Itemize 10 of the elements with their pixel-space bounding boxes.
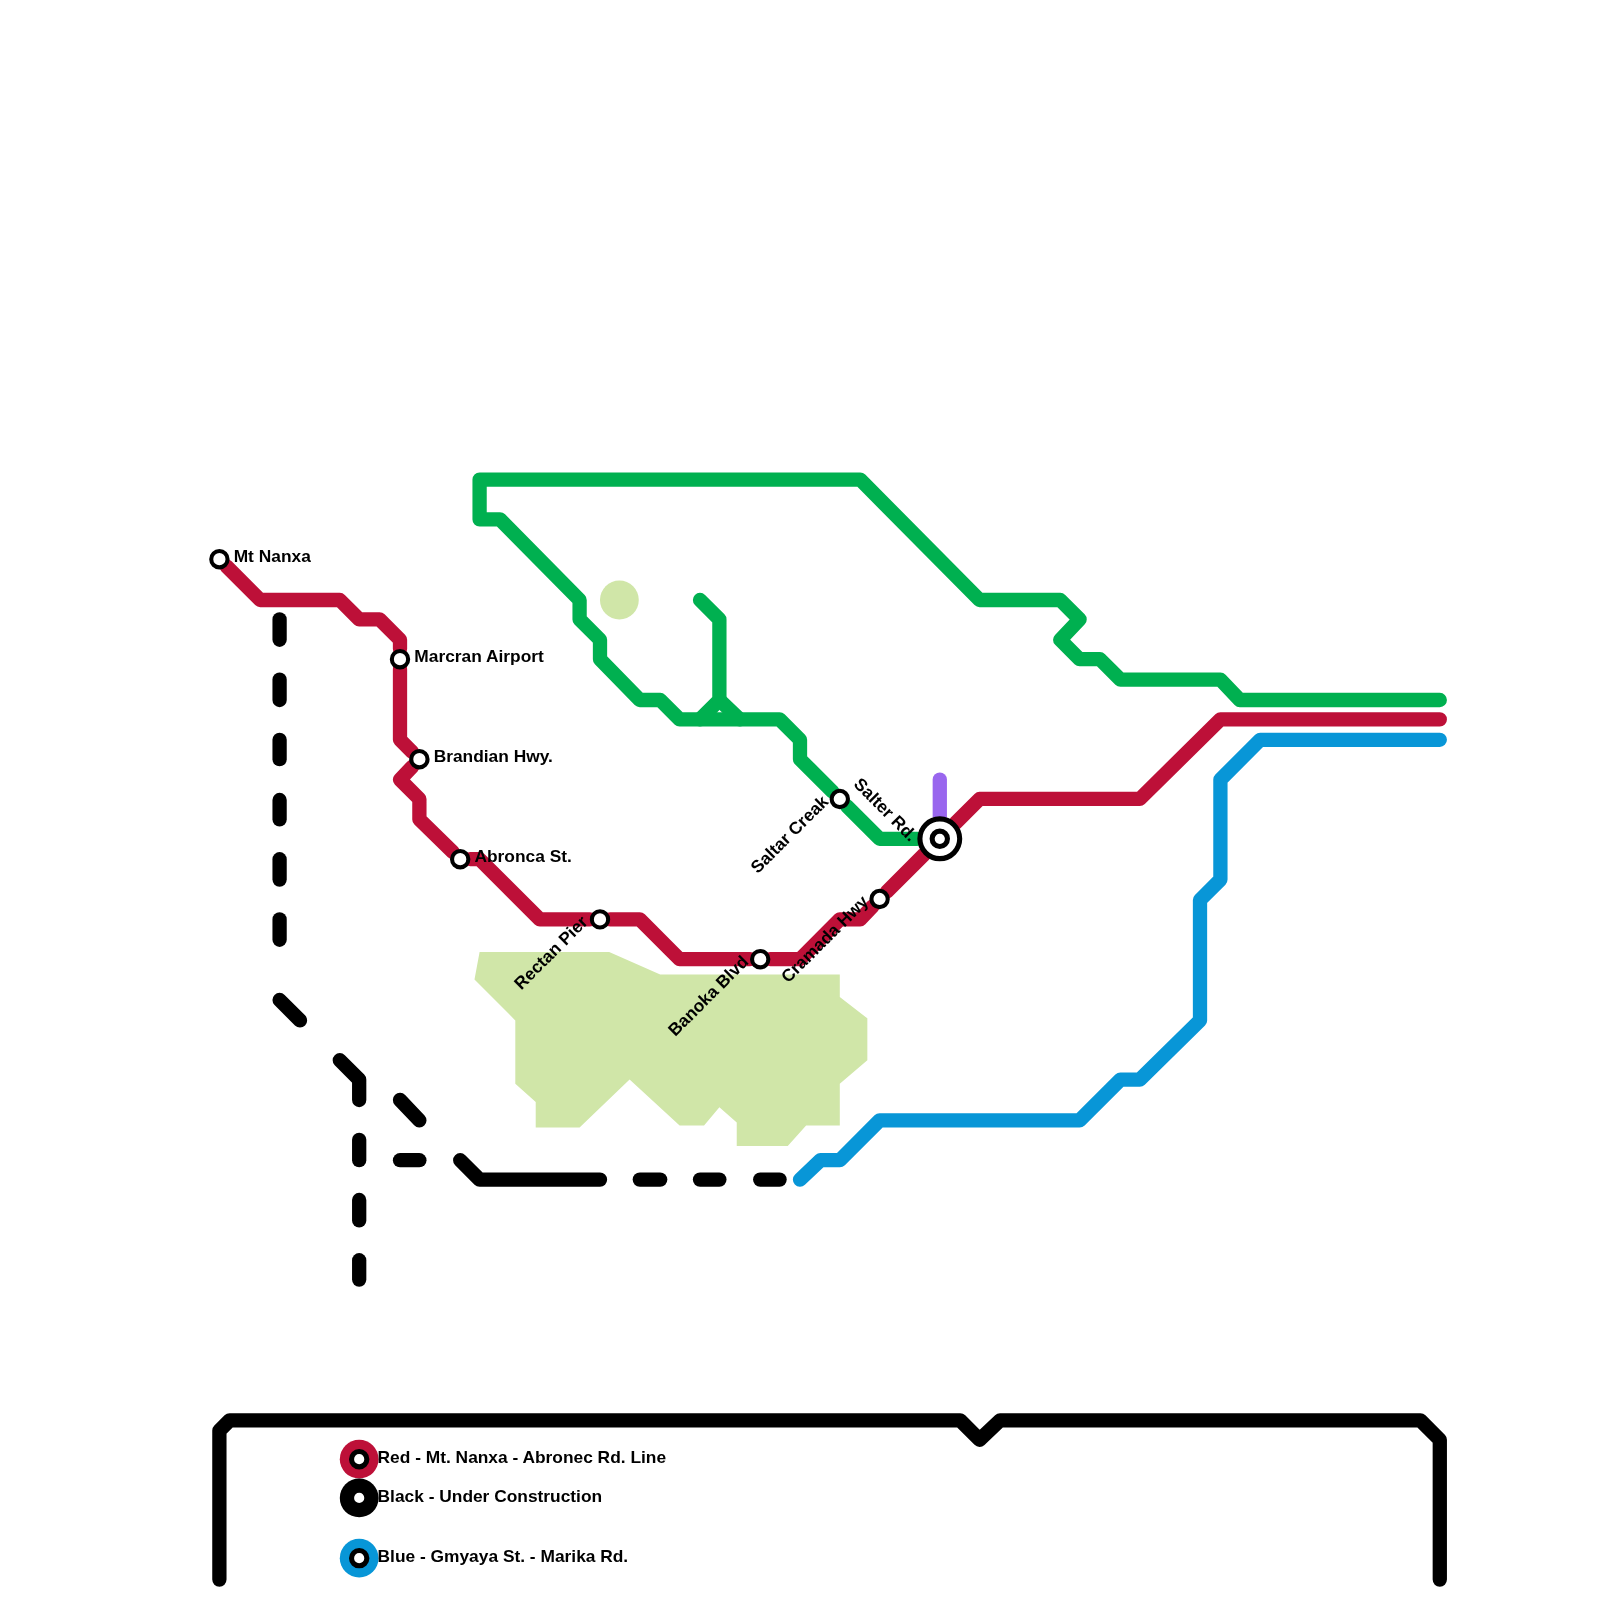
rail-line [392,759,461,860]
station-label: Marcran Airport [414,646,544,668]
rail-line [879,847,932,899]
rail-line [948,712,1447,831]
station-label: Mt Nanxa [233,546,311,568]
legend-text: Black - Under Construction [377,1486,603,1508]
legend-text: Blue - Gmyaya St. - Marika Rd. [377,1546,629,1568]
rail-line [472,472,1447,799]
legend-text: Red - Mt. Nanxa - Abronec Rd. Line [377,1447,667,1469]
station-label: Brandian Hwy. [433,746,553,768]
